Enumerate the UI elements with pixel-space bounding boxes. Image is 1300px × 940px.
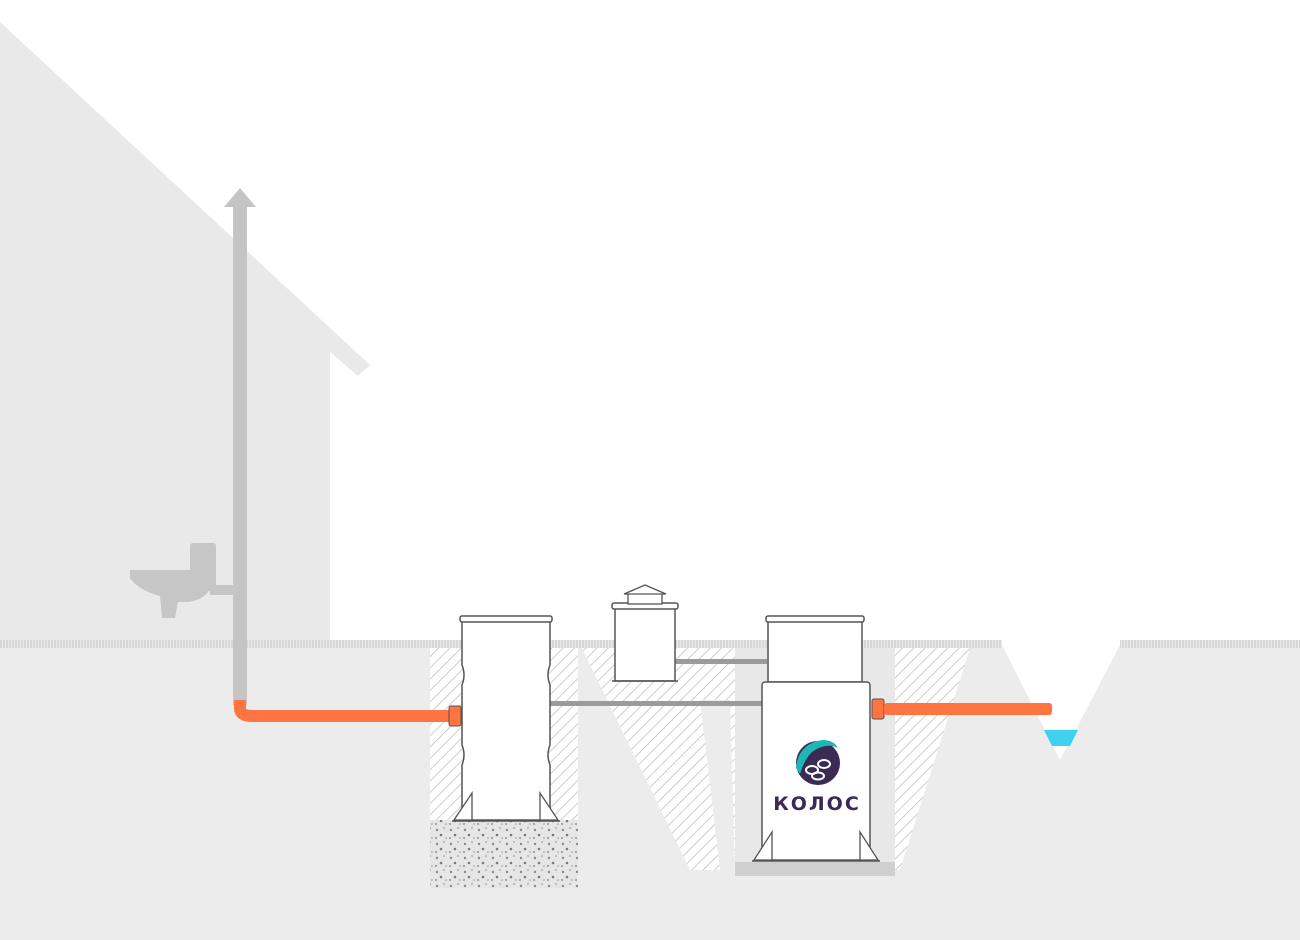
inlet-coupling — [448, 705, 462, 727]
sewer-inlet-pipe — [234, 700, 452, 722]
ground-surface-edge-right — [1120, 640, 1300, 648]
kolos-logo-icon — [796, 740, 840, 785]
house-silhouette — [0, 22, 370, 645]
brand-name: КОЛОС — [773, 793, 861, 815]
outlet-pipe — [884, 703, 1052, 715]
treatment-unit — [752, 615, 880, 862]
connecting-pipe-upper — [675, 659, 767, 664]
outlet-coupling — [871, 698, 885, 720]
drainage-ditch-water — [1044, 730, 1078, 746]
arrow-up-icon — [224, 188, 256, 207]
primary-tank — [452, 615, 560, 822]
compressor-vent-unit — [611, 584, 679, 682]
toilet-icon — [130, 543, 238, 618]
concrete-slab — [735, 862, 895, 876]
vent-pipe — [233, 205, 247, 705]
gravel-base — [430, 820, 578, 888]
connecting-pipe-lower — [550, 701, 762, 706]
